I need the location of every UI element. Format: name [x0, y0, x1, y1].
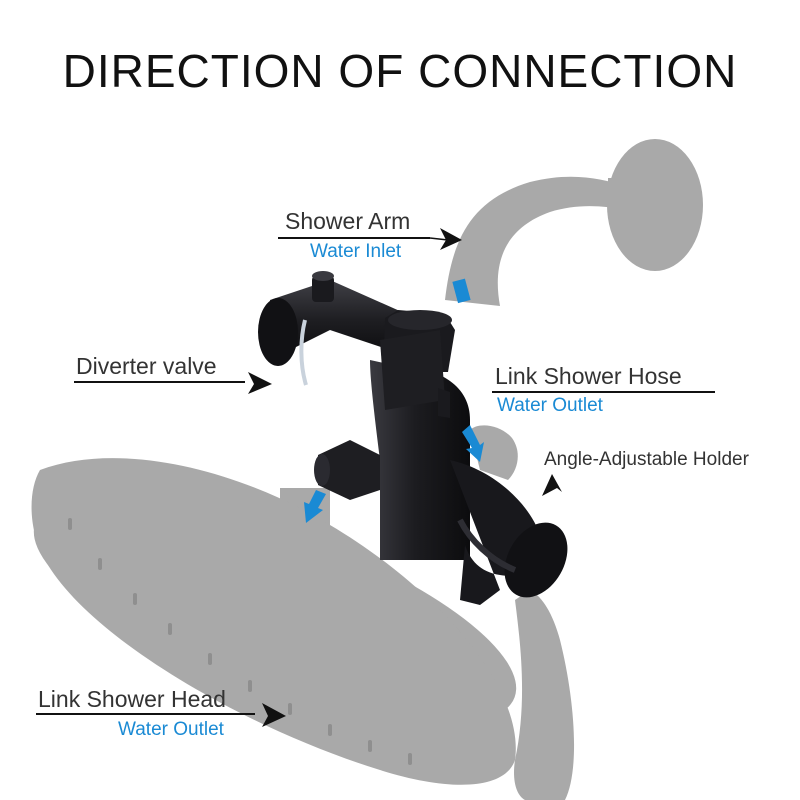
- shower-arm: [445, 139, 703, 306]
- hose-outlet-flow-arrow: [462, 425, 484, 462]
- inlet-flow-arrow: [452, 278, 471, 304]
- water-inlet-label: Water Inlet: [310, 241, 402, 262]
- flow-arrows: [304, 278, 484, 523]
- link-shower-head-label: Link Shower Head: [38, 686, 226, 712]
- hose-water-outlet-label: Water Outlet: [497, 395, 603, 416]
- head-outlet-flow-arrow: [304, 490, 326, 523]
- shower-arm-label: Shower Arm: [285, 208, 411, 234]
- angle-holder-pointer: [542, 474, 562, 496]
- page-title: DIRECTION OF CONNECTION: [62, 45, 738, 97]
- label-pointers: [36, 228, 715, 727]
- hand-shower: [470, 425, 575, 800]
- head-water-outlet-label: Water Outlet: [118, 719, 224, 740]
- angle-adjustable-holder-label: Angle-Adjustable Holder: [544, 449, 749, 470]
- link-shower-hose-label: Link Shower Hose: [495, 363, 682, 389]
- diverter-valve-pointer: [74, 372, 272, 394]
- link-shower-head-pointer: [36, 703, 286, 727]
- rain-shower-head: [31, 458, 517, 785]
- shower-arm-pointer: [278, 228, 462, 250]
- diverter-valve-label: Diverter valve: [76, 353, 217, 379]
- diverter-valve-graphic: [258, 271, 568, 605]
